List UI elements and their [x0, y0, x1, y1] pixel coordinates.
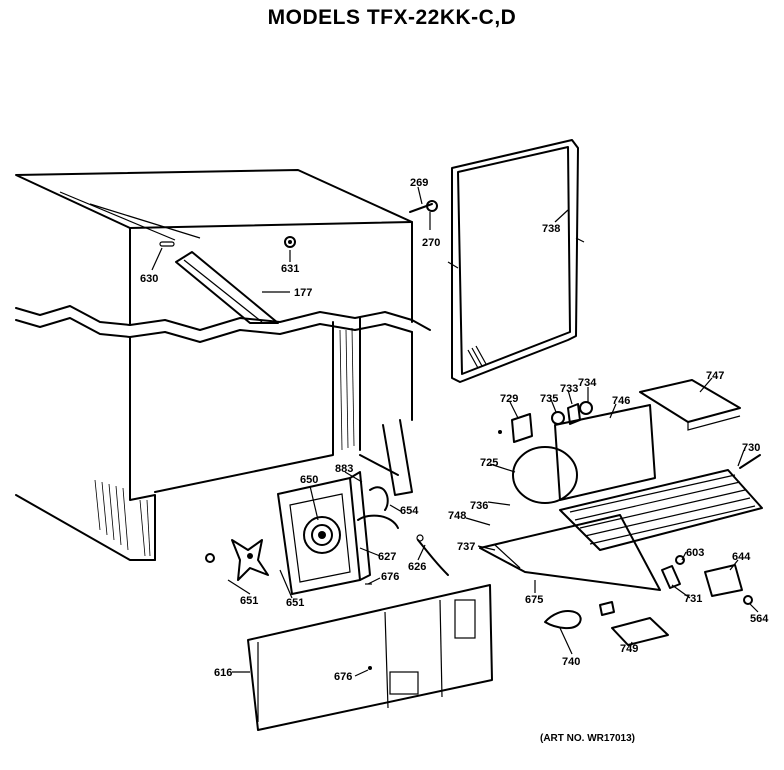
label-729: 729 — [500, 393, 518, 405]
label-654: 654 — [400, 505, 419, 517]
leader-lines — [151, 186, 759, 677]
relay-overload-parts — [498, 401, 593, 443]
condenser-coil-730 — [559, 454, 763, 551]
screw-269 — [409, 200, 438, 213]
label-631: 631 — [281, 263, 299, 275]
label-737: 737 — [457, 541, 475, 553]
label-651-left: 651 — [240, 595, 258, 607]
label-730: 730 — [742, 442, 760, 454]
label-738: 738 — [542, 223, 560, 235]
label-630: 630 — [140, 273, 158, 285]
label-651-right: 651 — [286, 597, 304, 609]
label-270: 270 — [422, 237, 440, 249]
door-gasket-738 — [447, 139, 585, 383]
fan-assembly-650 — [277, 471, 371, 595]
wire-harness — [357, 486, 449, 585]
fan-blade-651 — [205, 539, 269, 581]
clip-740-pad-749 — [544, 601, 669, 646]
label-603: 603 — [686, 547, 704, 559]
label-676-lower: 676 — [334, 671, 352, 683]
label-734: 734 — [578, 377, 597, 389]
label-746: 746 — [612, 395, 630, 407]
label-731: 731 — [684, 593, 702, 605]
label-177: 177 — [294, 287, 312, 299]
label-564: 564 — [750, 613, 769, 625]
diagram-title: MODELS TFX-22KK-C,D — [267, 6, 517, 29]
label-675: 675 — [525, 594, 543, 606]
part-labels: 269 270 738 630 631 177 729 735 733 734 … — [140, 177, 769, 683]
access-cover-616 — [247, 584, 493, 731]
label-627: 627 — [378, 551, 396, 563]
drain-pan-737 — [479, 514, 661, 591]
label-883: 883 — [335, 463, 353, 475]
art-number: (ART NO. WR17013) — [540, 733, 635, 744]
label-676-upper: 676 — [381, 571, 399, 583]
label-733: 733 — [560, 383, 578, 395]
label-725: 725 — [480, 457, 498, 469]
label-616: 616 — [214, 667, 232, 679]
mount-bracket-644 — [661, 555, 753, 605]
label-740: 740 — [562, 656, 580, 668]
label-735: 735 — [540, 393, 558, 405]
label-747: 747 — [706, 370, 724, 382]
label-749: 749 — [620, 643, 638, 655]
label-736: 736 — [470, 500, 488, 512]
compressor-725 — [512, 404, 656, 504]
cabinet-housing — [15, 169, 431, 561]
label-644: 644 — [732, 551, 751, 563]
label-748: 748 — [448, 510, 466, 522]
label-269: 269 — [410, 177, 428, 189]
label-626: 626 — [408, 561, 426, 573]
bracket-747 — [639, 379, 741, 431]
label-650: 650 — [300, 474, 318, 486]
